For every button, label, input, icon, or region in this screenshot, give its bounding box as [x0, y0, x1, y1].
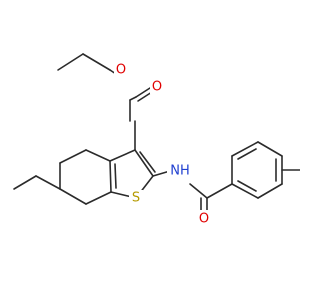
bond: [237, 148, 257, 160]
ester-ether-oxygen: O: [114, 61, 128, 78]
molecule-structure: O O NH S O: [13, 53, 300, 227]
bond: [129, 96, 137, 101]
bond: [35, 175, 61, 190]
bond: [109, 160, 112, 193]
bond: [13, 175, 37, 190]
bond: [257, 141, 283, 157]
bond: [189, 183, 208, 199]
atom-labels: O O NH S O: [114, 61, 211, 227]
ester-carbonyl-oxygen: O: [150, 78, 164, 95]
amide-carbonyl-oxygen: O: [197, 210, 211, 227]
atom-label-s: S: [132, 191, 140, 206]
bond: [257, 183, 283, 199]
thiophene-sulfur: S: [129, 190, 143, 206]
bond: [59, 188, 87, 205]
bond: [59, 149, 87, 164]
bond: [206, 183, 233, 199]
amide-nitrogen: NH: [167, 162, 193, 179]
bond: [85, 149, 111, 162]
bond: [231, 141, 259, 157]
bond: [82, 53, 111, 71]
atom-label-o-amide-carbonyl: O: [199, 212, 209, 227]
bond: [85, 191, 112, 205]
atom-label-nh: NH: [170, 164, 190, 179]
bond: [135, 87, 151, 98]
bond: [137, 91, 153, 102]
bond: [237, 180, 257, 192]
atom-label-o-ester-carbonyl: O: [152, 80, 162, 95]
bond: [109, 149, 136, 162]
atom-label-o-ether: O: [116, 63, 126, 78]
bond: [139, 151, 156, 173]
bond: [231, 183, 259, 199]
bond: [114, 163, 117, 189]
bond: [57, 53, 84, 71]
bond: [134, 149, 154, 177]
